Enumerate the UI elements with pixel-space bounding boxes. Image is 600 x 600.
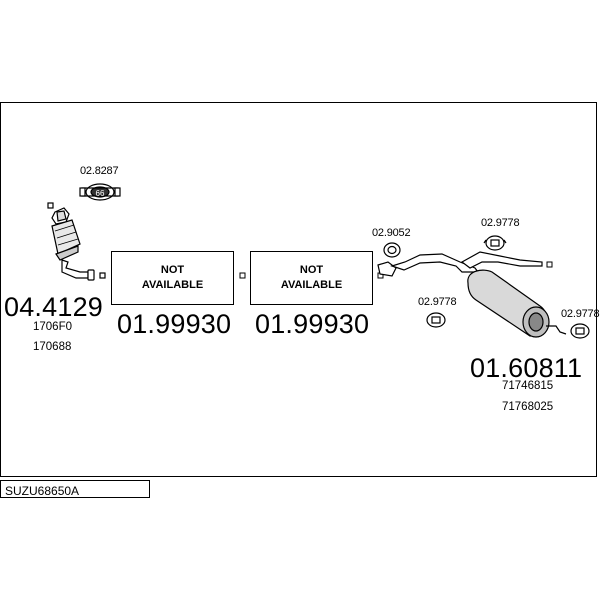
- not-available-2-line2: AVAILABLE: [280, 279, 343, 291]
- cat-converter-ref-2: 170688: [33, 341, 72, 353]
- rear-silencer-ref-1: 71746815: [502, 380, 554, 392]
- not-available-box-2: NOT AVAILABLE: [250, 251, 373, 305]
- not-available-1-line1: NOT: [160, 264, 185, 276]
- catalytic-converter-icon: [47, 202, 106, 281]
- clamp-marking: 66: [96, 189, 105, 198]
- hanger-right-part-number: 02.9778: [561, 308, 599, 320]
- hanger-right-icon: [570, 323, 590, 339]
- not-available-2-part-number: 01.99930: [255, 309, 370, 339]
- not-available-box-1: NOT AVAILABLE: [111, 251, 234, 305]
- hanger-left-icon: [426, 312, 446, 328]
- clamp-icon: 66: [79, 183, 121, 201]
- cat-converter-ref-1: 1706F0: [33, 321, 73, 333]
- not-available-2-line1: NOT: [299, 264, 324, 276]
- diagram-code: SUZU68650A: [5, 484, 80, 498]
- gasket-part-number: 02.9052: [372, 227, 410, 239]
- hanger-top-icon: [483, 235, 507, 251]
- cat-converter-part-number: 04.4129: [4, 292, 103, 322]
- hanger-left-part-number: 02.9778: [418, 296, 456, 308]
- hanger-top-part-number: 02.9778: [481, 217, 519, 229]
- rear-silencer-icon: [377, 251, 567, 338]
- clamp-part-number: 02.8287: [80, 165, 118, 177]
- rear-silencer-ref-2: 71768025: [502, 401, 554, 413]
- diagram-code-box: SUZU68650A: [0, 480, 150, 498]
- connector-markers: [239, 261, 553, 279]
- diagram-frame: [0, 102, 597, 477]
- not-available-1-part-number: 01.99930: [117, 309, 232, 339]
- gasket-icon: [383, 242, 401, 258]
- not-available-1-line2: AVAILABLE: [141, 279, 204, 291]
- rear-silencer-part-number: 01.60811: [470, 353, 583, 383]
